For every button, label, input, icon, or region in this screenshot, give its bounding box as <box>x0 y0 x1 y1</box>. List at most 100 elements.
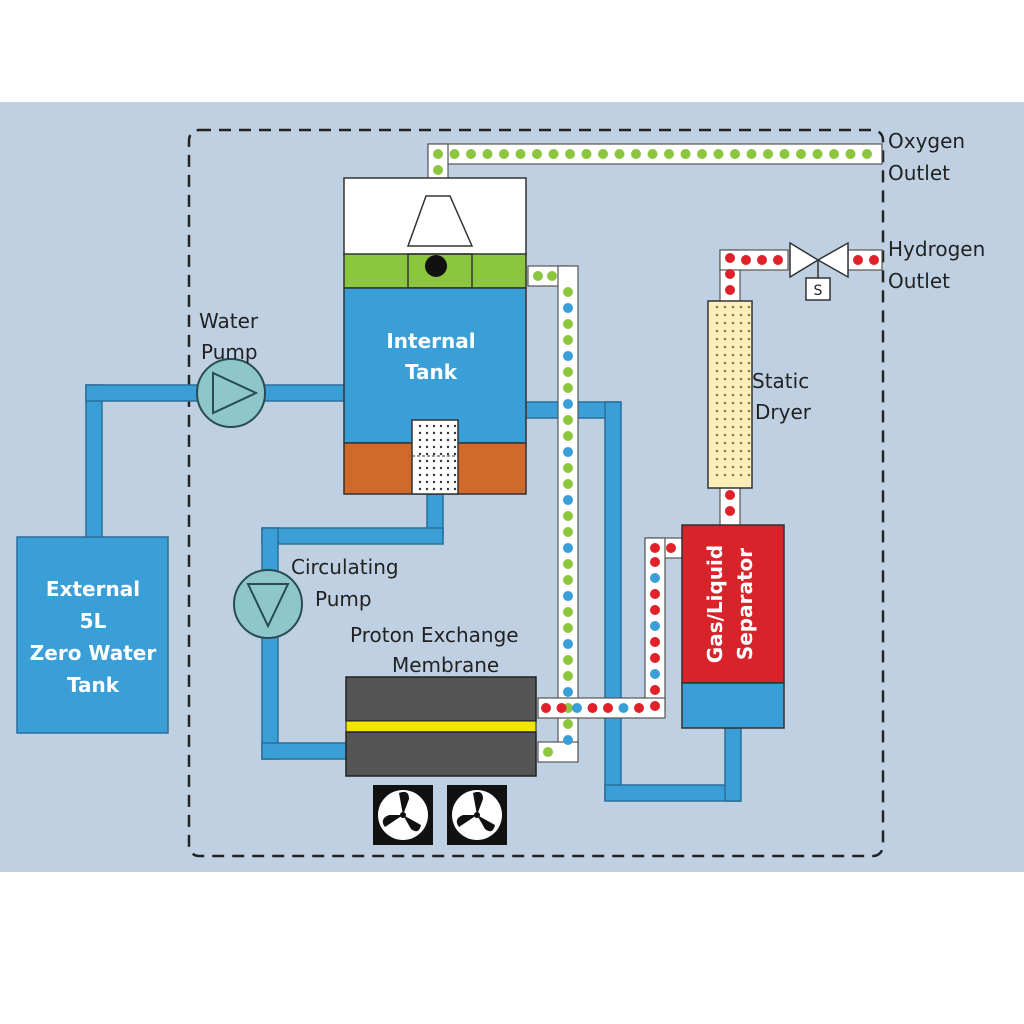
oxygen-bubble <box>647 149 658 159</box>
separator-label-2: Separator <box>733 548 757 660</box>
hydrogen-bubble <box>650 543 660 553</box>
hydrogen-bubble <box>650 685 660 695</box>
hydrogen-bubble <box>650 653 660 663</box>
oxygen-bubble <box>845 149 856 159</box>
oxygen-bubble <box>563 511 573 521</box>
hydrogen-bubble <box>725 285 735 295</box>
oxygen-bubble <box>779 149 790 159</box>
external-tank-label-3: Zero Water <box>30 641 157 665</box>
oxygen-bubble <box>680 149 691 159</box>
internal-tank <box>343 177 527 495</box>
oxygen-bubble <box>563 399 573 409</box>
oxygen-bubble <box>563 335 573 345</box>
oxygen-bubble <box>515 149 526 159</box>
oxygen-bubble <box>763 149 773 159</box>
oxygen-bubble <box>563 463 573 473</box>
oxygen-bubble <box>730 149 740 159</box>
oxygen-bubble <box>563 447 573 457</box>
oxygen-bubble <box>563 319 573 329</box>
pem-label-1: Proton Exchange <box>350 623 519 647</box>
oxygen-bubble <box>482 149 493 159</box>
hydrogen-bubble <box>869 255 879 265</box>
oxygen-bubble <box>796 149 806 159</box>
oxygen-bubble <box>548 149 559 159</box>
hydrogen-bubble <box>725 490 735 500</box>
oxygen-bubble <box>449 149 460 159</box>
hydrogen-outlet-label-1: Hydrogen <box>888 237 985 261</box>
oxygen-bubble <box>563 623 573 633</box>
oxygen-bubble <box>532 149 542 159</box>
hydrogen-bubble <box>650 637 660 647</box>
oxygen-bubble <box>547 271 557 281</box>
external-tank-label-2: 5L <box>80 609 107 633</box>
hydrogen-outlet-label-2: Outlet <box>888 269 950 293</box>
fan-icon <box>373 785 433 845</box>
oxygen-bubble <box>499 149 509 159</box>
solenoid-label: S <box>814 283 823 299</box>
oxygen-bubble <box>563 303 573 313</box>
hydrogen-bubble <box>741 255 751 265</box>
hydrogen-bubble <box>556 703 567 713</box>
hydrogen-bubble <box>757 255 767 265</box>
hydrogen-bubble <box>541 703 551 713</box>
hydrogen-bubble <box>587 703 598 713</box>
valve-icon <box>789 241 849 279</box>
hydrogen-bubble <box>650 589 660 599</box>
oxygen-bubble <box>563 495 573 505</box>
oxygen-bubble <box>614 149 625 159</box>
oxygen-bubble <box>433 165 443 175</box>
oxygen-bubble <box>812 149 823 159</box>
hydrogen-bubble <box>650 573 660 583</box>
oxygen-outlet-label-2: Outlet <box>888 161 950 185</box>
oxygen-bubble <box>563 607 573 617</box>
oxygen-bubble <box>563 559 573 569</box>
oxygen-bubble <box>563 479 573 489</box>
oxygen-bubble <box>563 287 573 297</box>
float-ball-icon <box>425 255 447 277</box>
hydrogen-bubble <box>650 669 660 679</box>
static-dryer-label-1: Static <box>752 369 809 393</box>
external-tank-label-1: External <box>46 577 140 601</box>
hydrogen-bubble <box>650 605 660 615</box>
water-pump-icon <box>196 358 266 428</box>
oxygen-bubble <box>563 639 573 649</box>
hydrogen-bubble <box>853 255 863 265</box>
solenoid-icon: S <box>805 277 831 301</box>
hydrogen-bubble <box>634 703 644 713</box>
oxygen-bubble <box>533 271 543 281</box>
hydrogen-bubble <box>725 269 735 279</box>
oxygen-bubble <box>598 149 608 159</box>
system-boundary <box>187 128 885 858</box>
oxygen-bubble <box>433 149 443 159</box>
hydrogen-bubble <box>650 621 660 631</box>
circulating-pump-label-2: Pump <box>315 587 372 611</box>
water-pump-label-1: Water <box>199 309 259 333</box>
hydrogen-bubble <box>725 253 735 263</box>
oxygen-bubble <box>563 415 573 425</box>
hydrogen-bubble <box>618 703 629 713</box>
oxygen-bubble <box>543 747 553 757</box>
oxygen-bubble <box>563 735 573 745</box>
gas-liquid-separator <box>681 524 785 729</box>
oxygen-bubble <box>563 383 573 393</box>
fan-icon <box>447 785 507 845</box>
oxygen-bubble <box>746 149 757 159</box>
oxygen-bubble <box>563 687 573 697</box>
oxygen-outlet-label-1: Oxygen <box>888 129 965 153</box>
oxygen-bubble <box>563 543 573 553</box>
oxygen-bubble <box>697 149 707 159</box>
circulating-pump-label-1: Circulating <box>291 555 399 579</box>
static-dryer <box>707 300 753 489</box>
oxygen-bubble <box>829 149 839 159</box>
oxygen-bubble <box>565 149 575 159</box>
water-pump-label-2: Pump <box>201 340 258 364</box>
hydrogen-bubble <box>603 703 613 713</box>
oxygen-bubble <box>563 575 573 585</box>
external-tank-label-4: Tank <box>67 673 120 697</box>
oxygen-bubble <box>563 367 573 377</box>
oxygen-bubble <box>664 149 674 159</box>
oxygen-bubble <box>713 149 724 159</box>
hydrogen-bubble <box>666 543 676 553</box>
static-dryer-label-2: Dryer <box>755 400 812 424</box>
